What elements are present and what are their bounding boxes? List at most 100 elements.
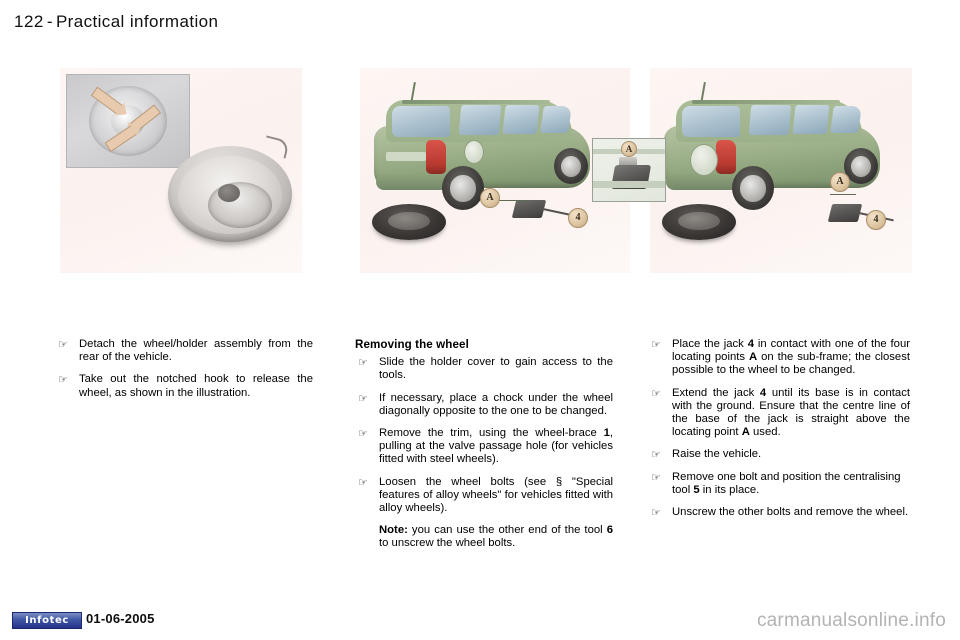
instruction-item: ☞ Slide the holder cover to gain access … — [355, 356, 613, 382]
header-separator: - — [46, 12, 53, 31]
instruction-text-cont: , pulling at the valve passage hole (for… — [379, 427, 613, 466]
spare-wheel-illustration — [168, 135, 292, 250]
callout-marker-a: A — [480, 188, 500, 208]
callout-marker-4: 4 — [866, 210, 886, 230]
pointing-hand-icon: ☞ — [358, 391, 368, 405]
roof-rail-shape — [402, 100, 550, 104]
tail-light-shape — [426, 140, 446, 174]
instruction-text: Remove one bolt and position the central… — [672, 470, 901, 496]
pointing-hand-icon: ☞ — [651, 506, 661, 520]
pointing-hand-icon: ☞ — [651, 470, 661, 484]
infotec-logo: Infotec — [12, 612, 82, 629]
wheel-hub-inset-photo — [66, 74, 190, 168]
instruction-item-place-jack: ☞ Place the jack 4 in contact with one o… — [648, 338, 910, 378]
column-middle: Removing the wheel ☞ Slide the holder co… — [355, 338, 613, 560]
instruction-text: If necessary, place a chock under the wh… — [379, 391, 613, 417]
figure-row: A 4 A 4 — [0, 68, 960, 273]
rear-window-shape — [682, 106, 740, 137]
instruction-text: Remove the trim, using the wheel-brace — [379, 427, 604, 440]
instruction-item-unscrew-bolts: ☞ Unscrew the other bolts and remove the… — [648, 506, 910, 519]
pointing-hand-icon: ☞ — [651, 338, 661, 351]
spare-wheel-on-ground — [372, 204, 446, 240]
ground-line-shape — [593, 181, 665, 188]
side-window-shape — [748, 105, 792, 135]
figure-jack-closeup-inset: A — [592, 138, 666, 202]
pointing-hand-icon: ☞ — [651, 386, 661, 400]
pointing-hand-icon: ☞ — [358, 427, 368, 441]
center-nut-shape — [218, 184, 240, 202]
front-wheel-shape — [554, 148, 588, 184]
roof-rail-shape — [692, 100, 840, 104]
figure-vehicle-rear-left: A 4 — [360, 68, 630, 273]
note-block: Note: you can use the other end of the t… — [355, 524, 613, 550]
instruction-item-raise-vehicle: ☞ Raise the vehicle. — [648, 448, 910, 461]
figure-wheel-holder-assembly — [60, 68, 302, 273]
instruction-item-extend-jack: ☞ Extend the jack 4 until its base is in… — [648, 387, 910, 440]
figure-vehicle-rear-right: A 4 — [650, 68, 912, 273]
side-window-shape — [502, 105, 540, 134]
hubcap-shape — [450, 175, 476, 202]
rear-window-shape — [392, 106, 450, 137]
spare-wheel-on-ground — [662, 204, 736, 240]
instruction-item: ☞ Take out the notched hook to release t… — [55, 373, 313, 399]
tool-reference: 1 — [603, 427, 610, 440]
callout-marker-a: A — [621, 141, 637, 157]
front-window-shape — [540, 106, 572, 133]
instruction-text-cont: in its place. — [699, 483, 760, 496]
wheel-arch-opening-shape — [690, 144, 718, 176]
locating-point-reference: A — [748, 351, 758, 364]
hubcap-shape — [560, 155, 582, 178]
pointing-hand-icon: ☞ — [358, 475, 368, 489]
wheel-rim-shape — [208, 182, 272, 228]
instruction-text: Take out the notched hook to release the… — [79, 373, 313, 399]
rear-wheel-shape — [442, 166, 484, 210]
callout-leader-line — [830, 194, 856, 195]
instruction-text: Slide the holder cover to gain access to… — [379, 356, 613, 382]
instruction-item-remove-trim: ☞ Remove the trim, using the wheel-brace… — [355, 427, 613, 467]
hubcap-shape — [740, 175, 766, 202]
instruction-text: Extend the jack — [672, 386, 760, 399]
instruction-text: Place the jack — [672, 338, 748, 350]
pointing-hand-icon: ☞ — [358, 356, 368, 370]
tool-reference: 4 — [747, 338, 755, 350]
pointing-hand-icon: ☞ — [58, 338, 68, 351]
instruction-item-remove-bolt: ☞ Remove one bolt and position the centr… — [648, 471, 910, 497]
tool-reference: 5 — [693, 483, 700, 496]
instruction-text: Loosen the wheel bolts (see § "Special f… — [379, 475, 613, 515]
note-label: Note: — [379, 524, 408, 537]
note-text-cont: to unscrew the wheel bolts. — [379, 537, 516, 550]
column-right: ☞ Place the jack 4 in contact with one o… — [648, 338, 910, 528]
instruction-text-cont: until its base is in contact with the gr… — [672, 386, 910, 439]
jack-illustration — [508, 194, 578, 222]
number-plate-shape — [386, 152, 426, 161]
instruction-text: Unscrew the other bolts and remove the w… — [672, 506, 909, 519]
jack-illustration — [824, 198, 894, 226]
tail-light-shape — [716, 140, 736, 174]
instruction-columns: ☞ Detach the wheel/holder assembly from … — [0, 338, 960, 598]
tyre-outer-shape — [168, 146, 292, 242]
side-window-shape — [792, 105, 830, 134]
page-title: Practical information — [55, 12, 219, 31]
tool-reference: 6 — [606, 524, 613, 537]
fuel-cap-shape — [464, 140, 484, 164]
column-left: ☞ Detach the wheel/holder assembly from … — [55, 338, 313, 409]
locating-point-reference: A — [741, 426, 750, 439]
footer-date: 01-06-2005 — [86, 611, 155, 626]
vehicle-illustration: A 4 — [658, 81, 908, 247]
callout-marker-a: A — [830, 172, 850, 192]
callout-marker-4: 4 — [568, 208, 588, 228]
instruction-text: Detach the wheel/holder assembly from th… — [79, 338, 313, 364]
footer-bar: Infotec 01-06-2005 carmanualsonline.info — [0, 606, 960, 640]
instruction-item: ☞ Detach the wheel/holder assembly from … — [55, 338, 313, 364]
front-window-shape — [830, 106, 862, 133]
page-number: 122 — [14, 12, 44, 31]
hubcap-shape — [850, 155, 872, 178]
pointing-hand-icon: ☞ — [58, 373, 68, 387]
instruction-text-end: used. — [749, 426, 781, 439]
instruction-text-cont: in contact with one of the four locating… — [672, 338, 911, 364]
instruction-item: ☞ If necessary, place a chock under the … — [355, 392, 613, 418]
vehicle-illustration: A 4 — [368, 81, 618, 247]
site-watermark: carmanualsonline.info — [756, 610, 946, 631]
instruction-text-end: on the sub-frame; the closest possible t… — [672, 351, 910, 377]
page-header: 122-Practical information — [14, 12, 218, 32]
